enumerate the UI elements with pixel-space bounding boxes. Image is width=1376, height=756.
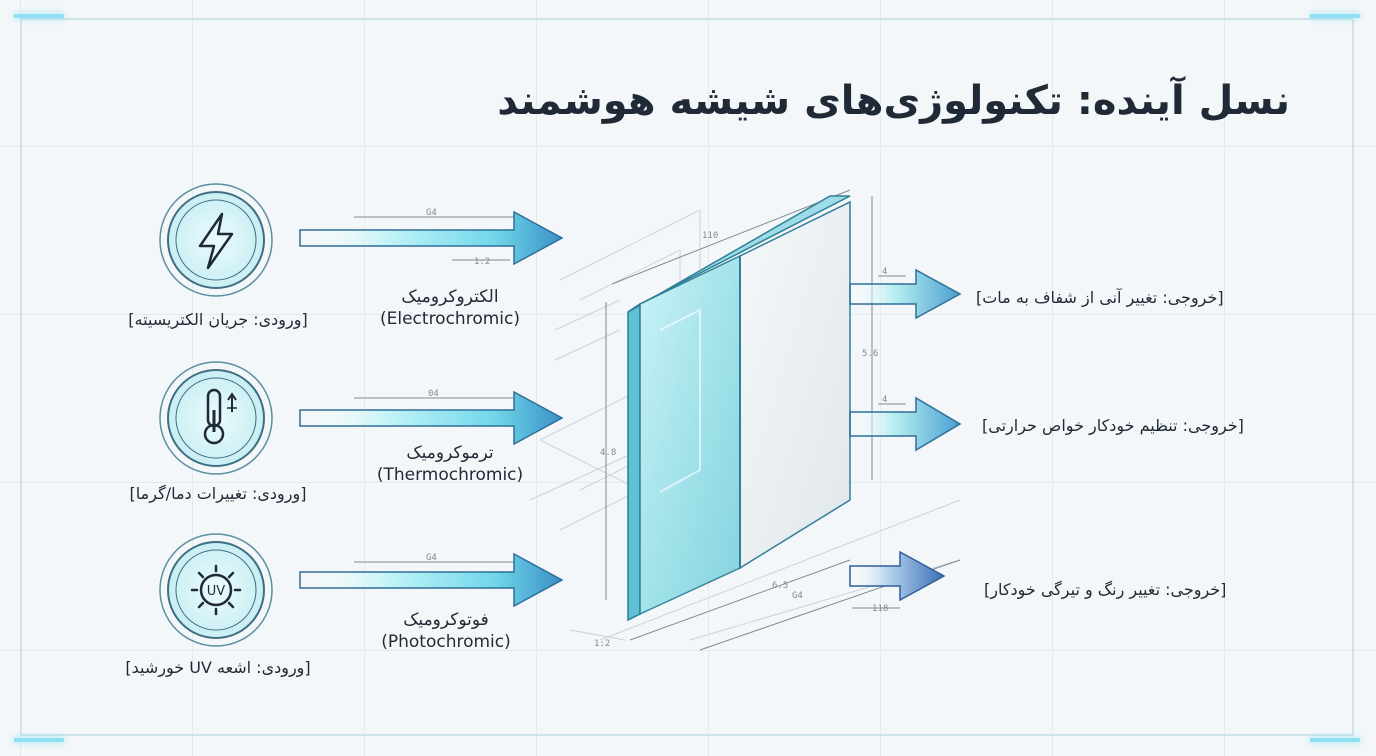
output-label-photochromic: [خروجی: تغییر رنگ و تیرگی خودکار] bbox=[984, 580, 1227, 599]
dim-label: 6.5 bbox=[772, 581, 788, 591]
input-arrow-photochromic: G4 bbox=[299, 552, 564, 608]
frame-corner-glow bbox=[14, 738, 64, 742]
dim-label: 118 bbox=[872, 604, 888, 614]
dim-label: 5.6 bbox=[862, 349, 878, 359]
tech-name-en: (Photochromic) bbox=[381, 632, 511, 652]
tech-name-en: (Thermochromic) bbox=[376, 465, 524, 485]
frame-corner-glow bbox=[1310, 14, 1360, 18]
input-label-photochromic: [ورودی: اشعه UV خورشید] bbox=[125, 658, 311, 677]
uv-text: UV bbox=[207, 584, 226, 599]
output-label-thermochromic: [خروجی: تنظیم خودکار خواص حرارتی] bbox=[982, 416, 1244, 435]
tech-name-fa: فوتوکرومیک bbox=[403, 610, 489, 630]
page-title: نسل آینده: تکنولوژی‌های شیشه هوشمند bbox=[497, 78, 1290, 124]
output-arrow-1: 4 bbox=[849, 267, 962, 320]
dimension-labels: 110 5.6 4.8 6.5 G4 1:2 bbox=[594, 231, 878, 649]
tech-name-fa: ترموکرومیک bbox=[406, 443, 494, 463]
outer-frame bbox=[20, 18, 1354, 736]
thermometer-icon bbox=[159, 361, 273, 475]
dim-label: G4 bbox=[792, 591, 803, 601]
output-label-electrochromic: [خروجی: تغییر آنی از شفاف به مات] bbox=[976, 288, 1224, 307]
lightning-icon bbox=[159, 183, 273, 297]
dim-label: 4.8 bbox=[600, 448, 616, 458]
dim-label: 1:2 bbox=[594, 639, 610, 649]
output-arrow-3: 118 bbox=[849, 550, 946, 614]
dim-label: 1:2 bbox=[474, 257, 490, 267]
input-arrow-thermochromic: 04 bbox=[299, 389, 564, 446]
frame-corner-glow bbox=[1310, 738, 1360, 742]
dim-label: 4 bbox=[882, 267, 887, 277]
input-arrow-electrochromic: G4 1:2 bbox=[299, 208, 564, 267]
dim-label: G4 bbox=[426, 553, 437, 563]
smart-glass-panel bbox=[627, 195, 851, 622]
tech-name-en: (Electrochromic) bbox=[380, 309, 520, 329]
dim-label: 4 bbox=[882, 395, 887, 405]
tech-photochromic: فوتوکرومیک (Photochromic) bbox=[356, 609, 536, 653]
input-label-electrochromic: [ورودی: جریان الکتریسیته] bbox=[128, 310, 308, 329]
dim-label: 110 bbox=[702, 231, 718, 241]
tech-name-fa: الکتروکرومیک bbox=[401, 287, 499, 307]
uv-sun-icon: UV bbox=[159, 533, 273, 647]
tech-electrochromic: الکتروکرومیک (Electrochromic) bbox=[360, 286, 540, 330]
input-label-thermochromic: [ورودی: تغییرات دما/گرما] bbox=[129, 484, 307, 503]
dim-label: G4 bbox=[426, 208, 437, 218]
frame-corner-glow bbox=[14, 14, 64, 18]
dim-label: 04 bbox=[428, 389, 439, 399]
output-arrow-2: 4 bbox=[849, 395, 962, 452]
tech-thermochromic: ترموکرومیک (Thermochromic) bbox=[360, 442, 540, 486]
